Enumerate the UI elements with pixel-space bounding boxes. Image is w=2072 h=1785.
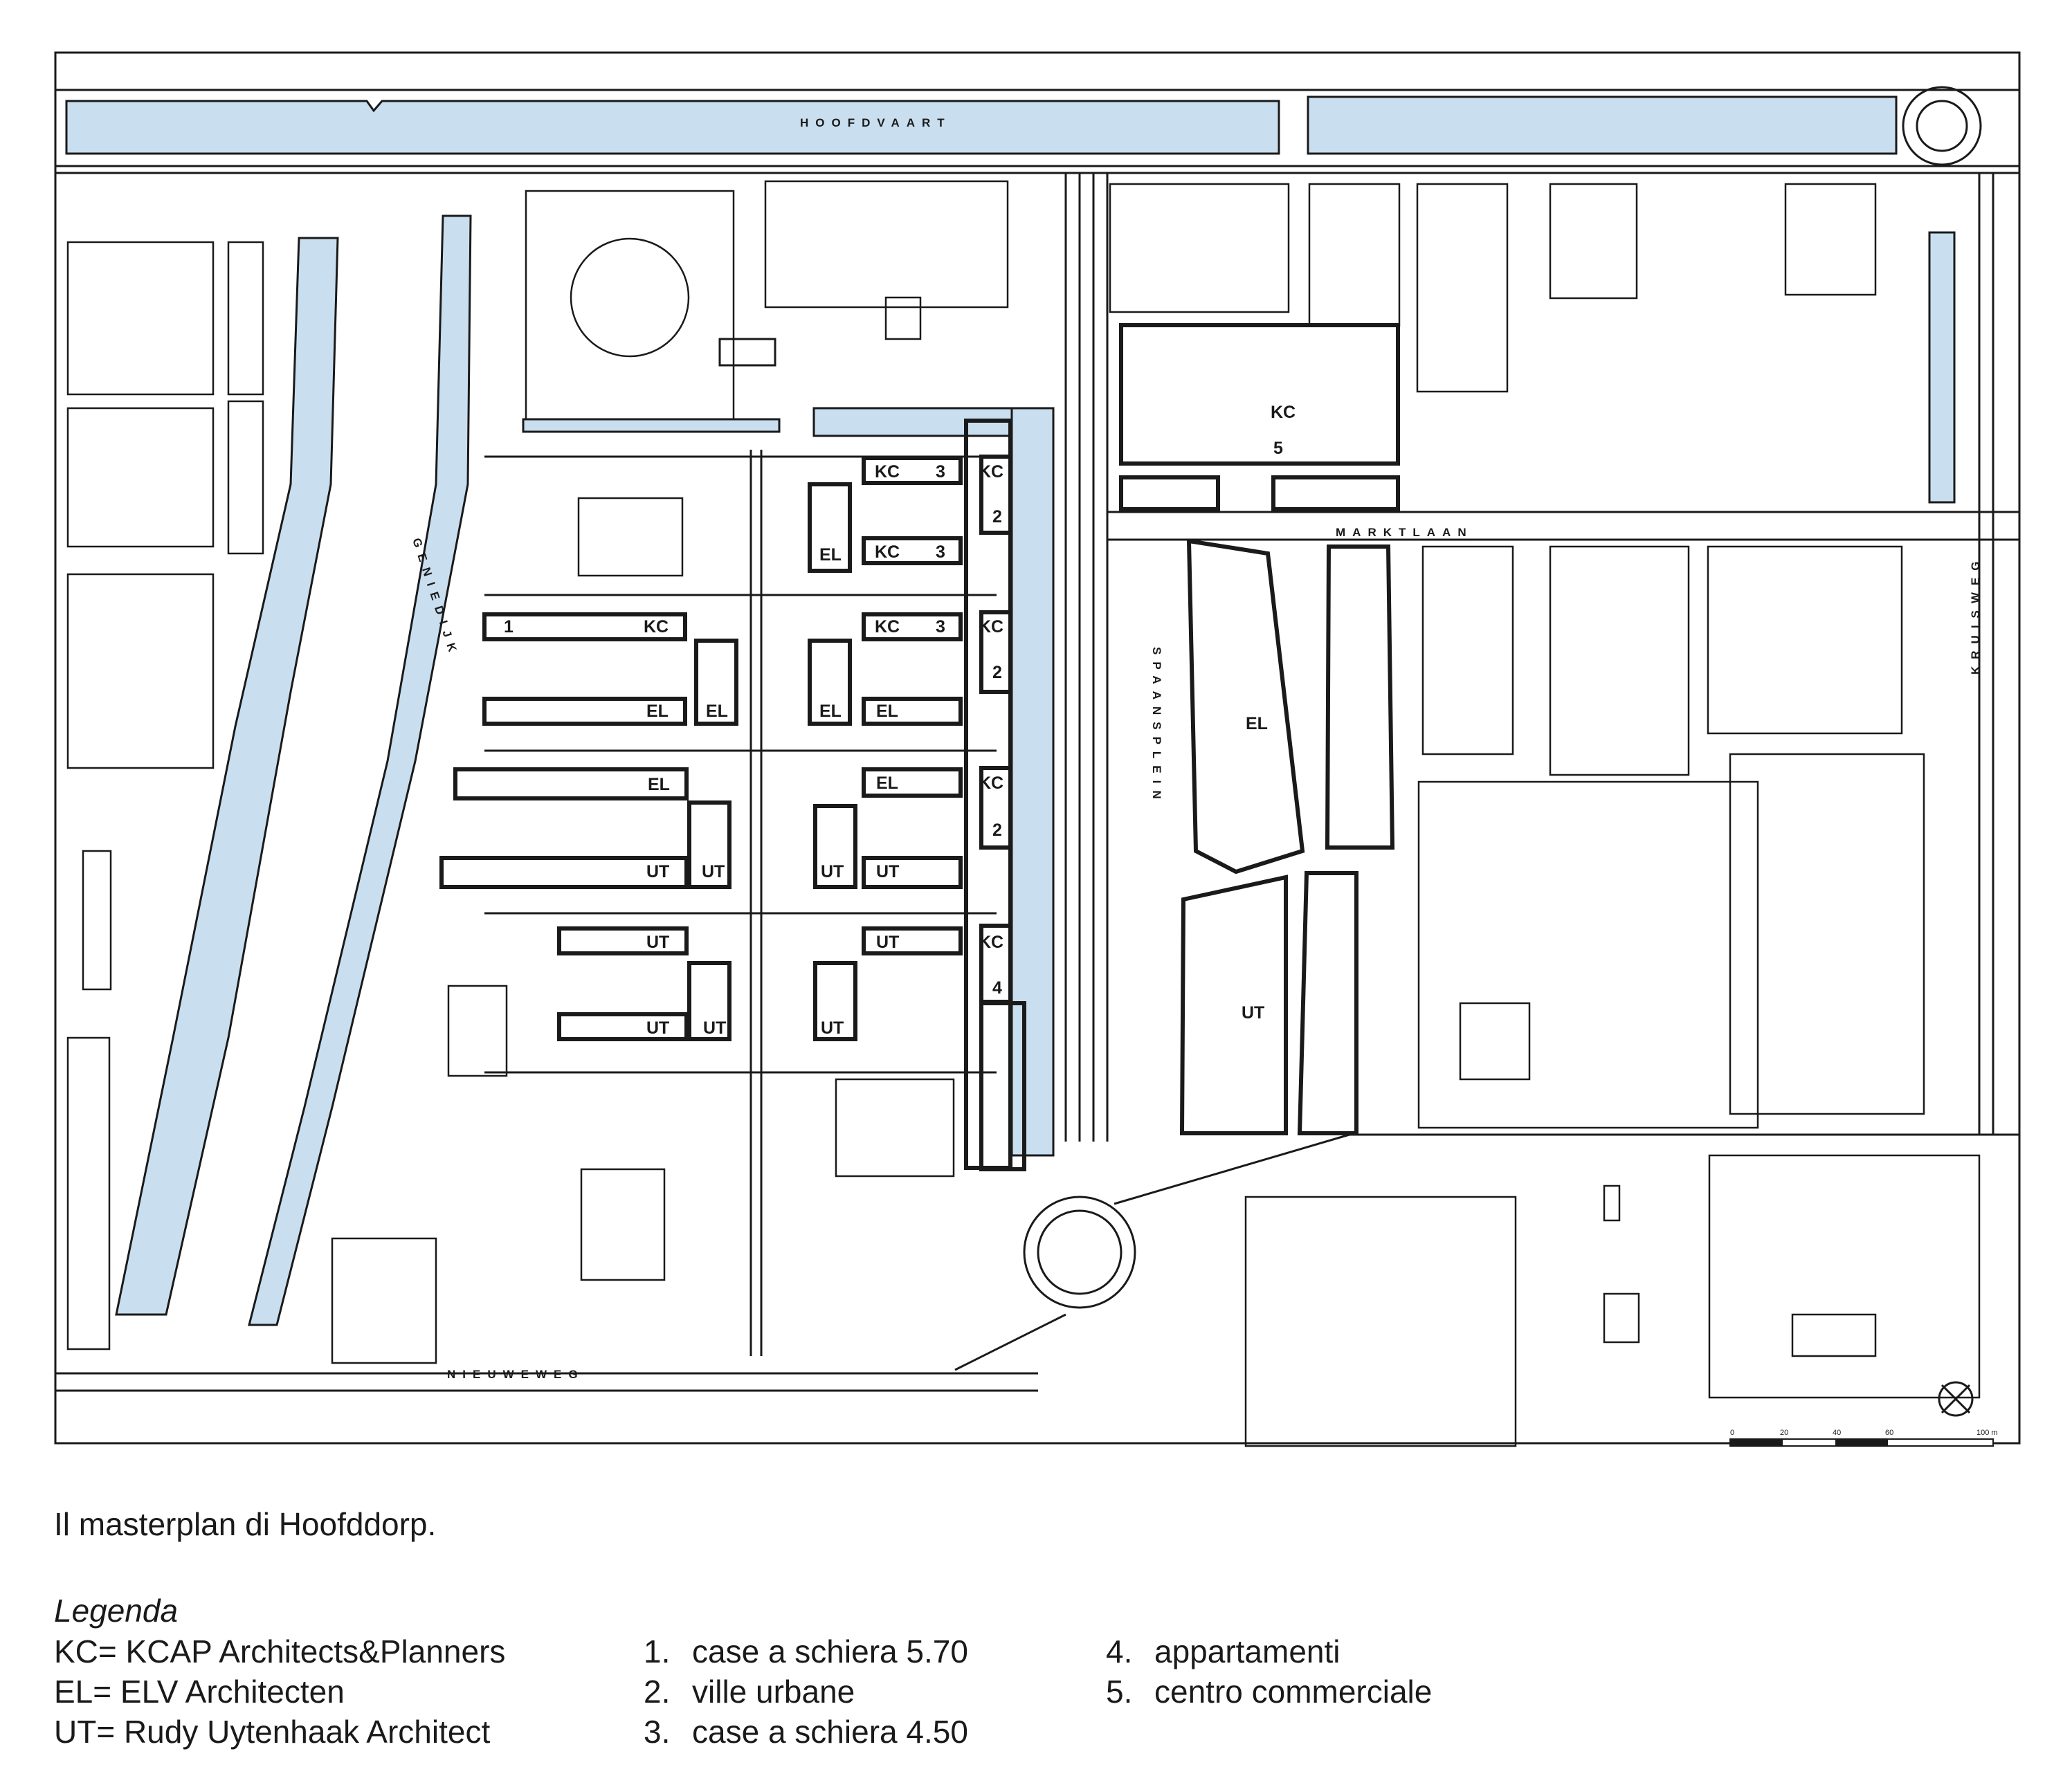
block-label: EL <box>876 774 898 793</box>
block-label: KC <box>979 462 1003 482</box>
context-buildings <box>66 180 1981 1447</box>
scale-bar: 0 20 40 60 100 m <box>1729 1429 1998 1447</box>
block-label: KC <box>875 617 900 637</box>
legend-architect-el: EL= ELV Architecten <box>54 1674 345 1710</box>
block-label: UT <box>821 862 844 881</box>
geniedijk-canal-west <box>115 237 339 1316</box>
legend-architect-ut: UT= Rudy Uytenhaak Architect <box>54 1714 491 1750</box>
hoofdvaart-canal-west <box>65 100 1280 155</box>
block-label: EL <box>876 702 898 721</box>
block-label: 2 <box>992 507 1002 527</box>
scale-tick-label: 20 <box>1780 1429 1788 1437</box>
block-label: UT <box>1242 1003 1264 1023</box>
block-label: UT <box>646 862 669 881</box>
block-label: UT <box>646 933 669 952</box>
legend-architects: KC= KCAP Architects&Planners EL= ELV Arc… <box>54 1631 505 1752</box>
scale-tick-label: 40 <box>1833 1429 1841 1437</box>
block-label: EL <box>819 545 842 565</box>
roundabout-south <box>1037 1209 1123 1295</box>
water-basin-east <box>1928 231 1956 504</box>
block-label: UT <box>646 1018 669 1038</box>
block-label: 3 <box>936 617 945 637</box>
water-channel-east <box>1010 407 1055 1157</box>
block-label: UT <box>876 862 899 881</box>
block-label: UT <box>876 933 899 952</box>
legend-type-item: 3.case a schiera 4.50 <box>644 1714 968 1750</box>
block-label: EL <box>819 702 842 721</box>
legend-title: Legenda <box>54 1593 179 1629</box>
block-label: 2 <box>992 663 1002 682</box>
legend-type-item: 1.case a schiera 5.70 <box>644 1633 968 1669</box>
road-lines <box>55 86 2019 1392</box>
figure-caption: Il masterplan di Hoofddorp. <box>54 1506 437 1542</box>
block-label: 3 <box>936 542 945 562</box>
masterplan-blocks <box>439 323 1400 1171</box>
block-label: KC <box>979 774 1003 793</box>
legend-types-a: 1.case a schiera 5.70 2.ville urbane 3.c… <box>644 1631 968 1752</box>
block-label: EL <box>648 775 670 794</box>
block-label: KC <box>979 933 1003 952</box>
block-label: 5 <box>1273 439 1283 458</box>
scale-tick-label: 0 <box>1730 1429 1734 1437</box>
block-label: EL <box>1246 714 1268 733</box>
street-label-kruisweg: KRUISWEG <box>1969 555 1982 675</box>
legend-architect-kc: KC= KCAP Architects&Planners <box>54 1633 506 1669</box>
block-label: 3 <box>936 462 945 482</box>
block-label: KC <box>644 617 669 637</box>
block-label: UT <box>703 1018 726 1038</box>
block-label: EL <box>646 702 669 721</box>
legend-type-item: 2.ville urbane <box>644 1674 855 1710</box>
geniedijk-canal-east <box>248 214 472 1326</box>
block-label: KC <box>1271 403 1296 422</box>
legend-types-b: 4.appartamenti 5.centro commerciale <box>1106 1631 1432 1712</box>
street-label-nieuweweg: NIEUWEWEG <box>447 1368 585 1381</box>
block-label: KC <box>979 617 1003 637</box>
water-strip-plaza <box>522 418 781 433</box>
legend-type-item: 4.appartamenti <box>1106 1633 1341 1669</box>
block-label: UT <box>702 862 725 881</box>
block-label: KC <box>875 462 900 482</box>
block-label: 4 <box>992 978 1002 998</box>
block-label: 1 <box>504 617 514 637</box>
street-label-hoofdvaart: HOOFDVAART <box>800 116 952 129</box>
roundabout-north <box>1916 100 1968 152</box>
hoofdvaart-canal-east <box>1307 95 1898 155</box>
street-label-marktlaan: MARKTLAAN <box>1336 526 1473 539</box>
block-label: KC <box>875 542 900 562</box>
legend-type-item: 5.centro commerciale <box>1106 1674 1433 1710</box>
north-arrow-icon <box>1938 1381 1974 1417</box>
block-label: 2 <box>992 821 1002 840</box>
block-label: EL <box>706 702 728 721</box>
scale-tick-label: 100 m <box>1976 1429 1998 1437</box>
water-layer <box>65 95 1956 1326</box>
street-label-spaansplein: SPAANSPLEIN <box>1150 647 1163 806</box>
scale-tick-label: 60 <box>1885 1429 1893 1437</box>
block-label: UT <box>821 1018 844 1038</box>
